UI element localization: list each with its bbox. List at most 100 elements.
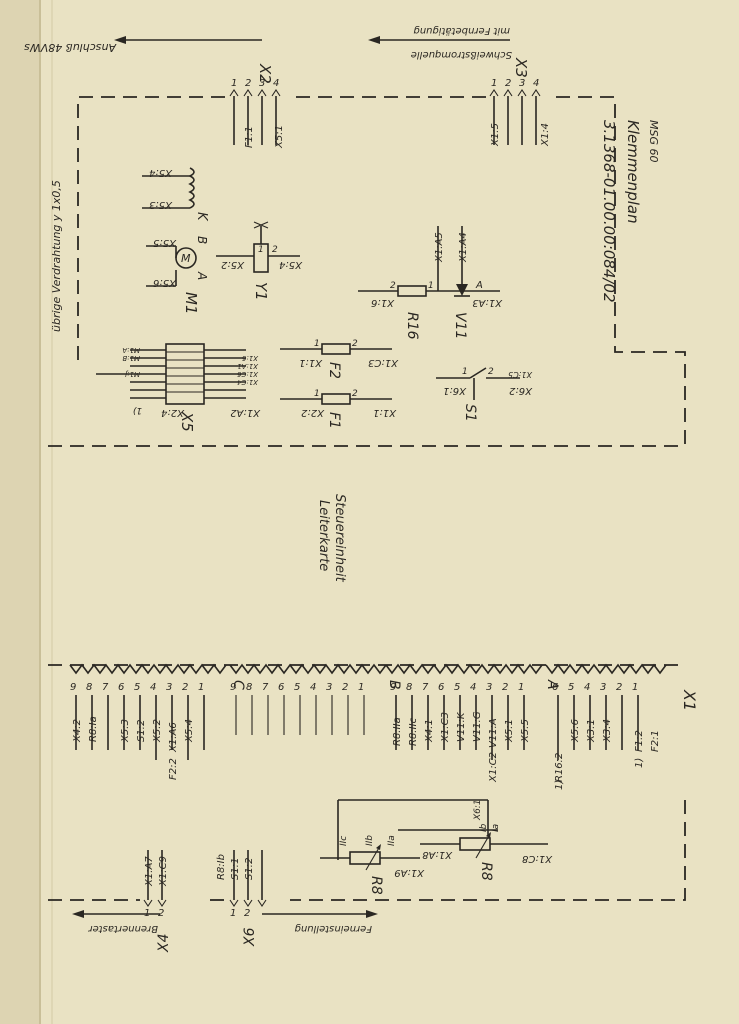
label-components-F1-pins-1: 2 [352, 389, 358, 399]
label-x1-row_b-pins-1: 8 [246, 682, 252, 693]
m1-motor-symbol: M [181, 252, 191, 265]
label-x1-row_c-wires-5: X5:2 [152, 719, 163, 743]
v11-wire-3: X1:A3 [472, 297, 503, 308]
f1-label: F1 [326, 412, 342, 429]
valve-y1: 1 2 X5:2 X5:4 Y1 [216, 221, 303, 301]
x3-pin-1: 1 [491, 78, 497, 89]
label-x1-row_b-pins-2: 7 [262, 682, 269, 693]
relay-k: X5:4 X5:3 K [142, 167, 209, 222]
circuit-board-label: Leiterkarte Steuereinheit [316, 494, 347, 583]
label-x1-row_a-wires-2: X4:1 [424, 719, 435, 743]
m1-pin-b: B [195, 236, 209, 244]
x1-row-b: 9 8 7 6 5 4 3 2 1 [230, 682, 365, 735]
paper-fold [0, 0, 40, 1024]
label-components-R8_2-taps-0: Ib [479, 823, 489, 832]
label-components-R8_2-wires-2: X1:C8 [522, 853, 553, 864]
x2-pin-2: 2 [245, 78, 251, 89]
x1-row-power: 6 5 4 3 2 1 R16:2 X5:6 X3:1 X3:4 F1:2 F2… [552, 682, 661, 790]
resistor-r16: 2 1 X1:6 R16 [358, 281, 448, 340]
connector-x6: 1 2 R8:Ib S1:1 S1:2 Ferneinstellung X6 [216, 850, 378, 947]
label-x1-board_line_1: Leiterkarte [316, 500, 331, 571]
label-x1-row_c-wires-4: S1:2 [136, 720, 147, 742]
label-x1-row_b-pins-8: 1 [358, 682, 364, 693]
label-x1-row_x-pins-1: 5 [568, 682, 574, 693]
label-components-R8_1-taps-0: IIc [339, 836, 349, 846]
m1-pin-a: A [195, 271, 209, 280]
x6-arrow-text: Ferneinstellung [295, 923, 373, 934]
x1-row-a: 9 8 7 6 5 4 3 2 1 R8:IIa R8:IIc X4:1 X1:… [390, 682, 531, 783]
label-components-R8_2-wires-0: X6:1 [473, 799, 483, 821]
label-x1-row_x-wires-5: F2:1 [650, 730, 661, 752]
label-x1-row_a-pins-7: 2 [502, 682, 508, 693]
label-x1-row_x-pins-0: 6 [552, 682, 558, 693]
k-wire-1: X5:4 [149, 167, 173, 178]
label-x1-board_line_2: Steuereinheit [332, 494, 347, 583]
label-connectors-X4-pins-1: 2 [158, 908, 164, 919]
f1-wire-1: X1:1 [373, 407, 397, 418]
v11-wire-2: X1:A4 [458, 232, 469, 263]
k-wire-2: X5:3 [149, 199, 173, 210]
x3-label: X3 [512, 57, 530, 78]
label-x1-row_b-pins-5: 4 [310, 682, 316, 693]
label-x1-row_x-wires-3: X3:4 [602, 719, 613, 743]
label-x1-row_x-pins-2: 4 [584, 682, 590, 693]
x3-arrow-text-2: mit Fernbetätigung [413, 25, 510, 36]
y1-wire-1: X5:2 [221, 259, 245, 270]
label-components-Y1-pins-1: 2 [272, 245, 278, 255]
label-notes-footnote_mark: 1) [634, 758, 645, 768]
x5-left-wire-1: X2:4 [161, 407, 185, 418]
label-x1-row_c-pins-1: 8 [86, 682, 92, 693]
model-label: MSG 60 [647, 120, 660, 163]
label-notes-footnote_mark: 1) [554, 780, 565, 790]
label-components-S1-wires-2: X1:C5 [508, 370, 533, 379]
motor-m1: M X5:5 X5:6 B A M1 [146, 236, 209, 315]
x3-arrow-text-1: Schweißstromquelle [411, 49, 512, 60]
label-components-R16-pins-1: 2 [390, 281, 396, 291]
label-x1-row_a-wires-4: V11:K [456, 711, 467, 742]
title-block: MSG 60 Klemmenplan 3.1368-01.00.00:084/0… [600, 120, 660, 303]
s1-label: S1 [462, 404, 478, 422]
fuse-f1: 1 2 X2:2 X1:1 F1 [280, 389, 397, 429]
x2-pin-4: 4 [273, 78, 279, 89]
label-x1-row_c-pins-6: 3 [166, 682, 172, 693]
connector-x4: 1 2 X1:A7 X1:C9 Brennertaster X4 [72, 850, 172, 953]
x4-arrow-text: Brennertaster [88, 923, 158, 934]
x2-label: X2 [256, 63, 274, 84]
label-connectors-X4-wires-0: X1:A7 [144, 856, 155, 887]
label-components-R8_2-taps-1: Ia [491, 824, 501, 832]
label-components-R8_1-taps-2: IIa [387, 835, 397, 846]
label-x1-row_x-wires-4: F1:2 [634, 730, 645, 752]
thyristor-v11: X1:A5 X1:A4 X1:A3 A V11 [434, 226, 503, 339]
x2-wire-1: F1:1 [244, 126, 255, 148]
label-components-X5-right_wires-5: M1:J [125, 370, 140, 378]
f2-label: F2 [326, 362, 342, 379]
fuse-f2: 1 2 X1:1 X1:C3 F2 [280, 339, 399, 379]
label-x1-row_b-pins-6: 3 [326, 682, 332, 693]
label-x1-row_a-extra: X1:C2 [488, 752, 499, 783]
label-x1-row_x-wires-0: R16:2 [554, 753, 565, 782]
potentiometer-r8-group: IIc IIb IIa X1:A9 R8 Ib Ia X6:1 X1:A8 X1… [320, 799, 553, 895]
x2-wire-2: X5:1 [274, 125, 285, 149]
s1-wire-1: X6:1 [443, 385, 467, 396]
m1-label: M1 [182, 292, 200, 315]
label-x1-row_c-wires-0: X4:2 [72, 719, 83, 743]
label-x1-row_x-pins-3: 3 [600, 682, 606, 693]
label-components-X5-right_wires-0: M1:A [122, 346, 140, 354]
label-components-S1-pins-0: 1 [462, 367, 468, 377]
label-components-X5-right_wires-1: M1:B [122, 354, 140, 362]
drawing-number: 3.1368-01.00.00:084/02 [600, 120, 618, 303]
label-x1-row_a-wires-7: X5:1 [504, 719, 515, 743]
x1-row-a-label: A [544, 679, 560, 690]
x2-arrow-text: Anschluß 48VWs [24, 41, 117, 54]
label-x1-row_a-wires-0: R8:IIa [392, 717, 403, 746]
label-x1-row_c-extra: F2:2 [168, 758, 179, 780]
label-components-F2-pins-0: 1 [314, 339, 320, 349]
r16-label: R16 [404, 312, 420, 340]
label-components-F2-pins-1: 2 [352, 339, 358, 349]
label-x1-row_c-pins-7: 2 [182, 682, 188, 693]
label-components-F1-pins-0: 1 [314, 389, 320, 399]
switch-s1: 1 2 X6:1 X6:2 X1:C5 S1 [436, 367, 533, 422]
f2-wire-1: X1:1 [299, 357, 323, 368]
label-x1-row_a-wires-6: V11:A [488, 718, 499, 748]
label-x1-row_x-pins-5: 1 [632, 682, 638, 693]
